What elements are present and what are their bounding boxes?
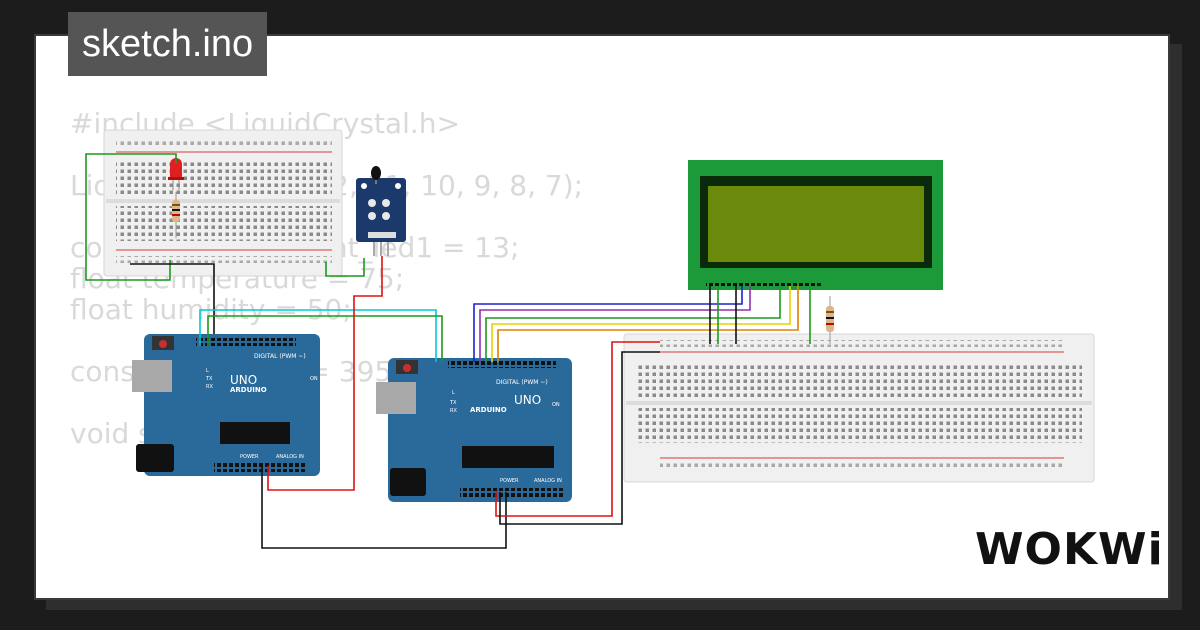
brand-label: ARDUINO [470, 406, 507, 414]
brand-label: ARDUINO [230, 386, 267, 394]
wire-purple [479, 286, 751, 362]
small-breadboard[interactable] [103, 129, 343, 277]
wire-cyan [199, 309, 437, 362]
analog-label: ANALOG IN [534, 478, 562, 484]
l-led-label: L [206, 368, 209, 374]
rx-label: RX [206, 384, 213, 390]
arduino-uno-2[interactable]: DIGITAL (PWM ~) UNO ARDUINO ON TX RX L P… [376, 358, 572, 502]
digital-label: DIGITAL (PWM ~) [254, 353, 306, 360]
wire-green [207, 315, 443, 362]
wire-green [325, 258, 365, 277]
l-led-label: L [452, 390, 455, 396]
wire-black [499, 351, 660, 525]
power-label: POWER [500, 478, 519, 484]
wire-blue [473, 286, 743, 362]
analog-label: ANALOG IN [276, 454, 304, 460]
wire-red [495, 341, 660, 517]
model-label: UNO [514, 393, 541, 407]
wire-yellow [491, 286, 791, 362]
wire-green [485, 286, 781, 362]
wire-orange [497, 286, 799, 362]
digital-label: DIGITAL (PWM ~) [496, 379, 548, 386]
resistor-small-board[interactable] [172, 192, 180, 238]
file-title: sketch.ino [68, 12, 268, 76]
model-label: UNO [230, 373, 257, 387]
on-led-label: ON [552, 402, 560, 408]
wires[interactable] [85, 153, 811, 549]
wokwi-logo: WOKWi [975, 524, 1164, 575]
wire-black [261, 466, 507, 549]
tx-label: TX [449, 400, 457, 406]
wire-green [85, 153, 177, 281]
lcd-display[interactable] [688, 160, 943, 290]
tx-label: TX [205, 376, 213, 382]
rx-label: RX [450, 408, 457, 414]
large-breadboard[interactable] [623, 333, 1095, 483]
arduino-uno-1[interactable]: DIGITAL (PWM ~) UNO ARDUINO ON TX RX L P… [132, 334, 320, 476]
on-led-label: ON [310, 376, 318, 382]
resistor-large-board[interactable] [826, 296, 834, 344]
led[interactable] [168, 158, 184, 190]
wire-red [267, 256, 383, 491]
temperature-sensor-module[interactable] [356, 166, 406, 256]
power-label: POWER [240, 454, 259, 460]
